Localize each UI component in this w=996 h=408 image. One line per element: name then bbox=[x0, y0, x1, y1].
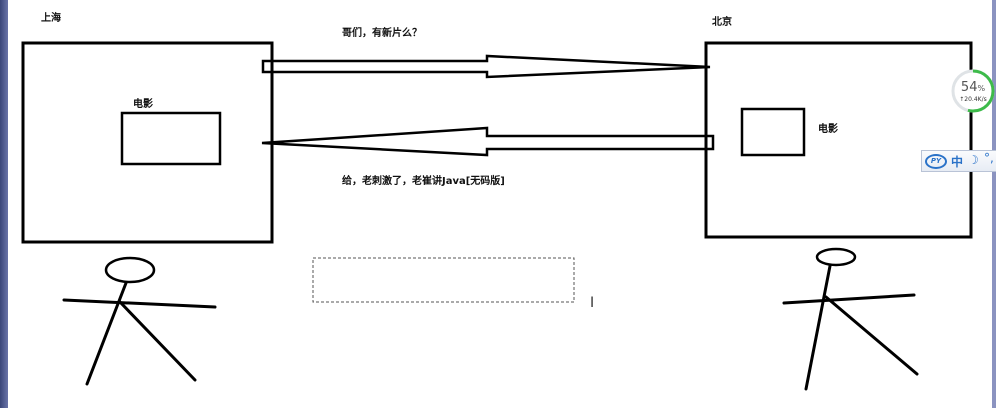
beijing-screen bbox=[704, 41, 973, 239]
progress-ring-icon bbox=[951, 69, 995, 113]
left-window-border bbox=[0, 0, 8, 408]
beijing-label: 北京 bbox=[712, 17, 732, 28]
movie-label-right: 电影 bbox=[818, 124, 838, 135]
percent-value: 54 bbox=[960, 80, 978, 95]
percent-unit: % bbox=[977, 84, 986, 93]
beijing-person bbox=[782, 247, 919, 391]
shanghai-label: 上海 bbox=[41, 13, 61, 24]
request-arrow bbox=[261, 54, 711, 79]
shanghai-movie-box bbox=[120, 111, 222, 166]
movie-label-left: 电影 bbox=[133, 99, 153, 110]
pinyin-logo-icon[interactable]: PY bbox=[925, 154, 947, 169]
half-moon-icon[interactable]: ☽ bbox=[968, 153, 979, 167]
ime-toolbar[interactable]: PY 中 ☽ °, bbox=[921, 150, 996, 172]
beijing-movie-box bbox=[740, 107, 806, 157]
network-speed: ↑20.4K/s bbox=[959, 96, 987, 103]
shanghai-screen bbox=[21, 41, 274, 244]
network-speed-widget[interactable]: 54% ↑20.4K/s bbox=[950, 68, 996, 114]
ime-punct-toggle[interactable]: °, bbox=[984, 151, 994, 165]
response-caption: 给，老刺激了，老崔讲Java[无码版] bbox=[342, 176, 505, 187]
text-cursor-icon: I bbox=[590, 295, 595, 311]
network-percent: 54% bbox=[950, 80, 996, 95]
ime-language-toggle[interactable]: 中 bbox=[951, 155, 964, 169]
response-arrow bbox=[261, 126, 715, 157]
dashed-text-box[interactable] bbox=[312, 257, 575, 303]
shanghai-person bbox=[62, 256, 217, 386]
request-caption: 哥们，有新片么？ bbox=[342, 28, 422, 39]
right-scrollbar[interactable] bbox=[992, 0, 996, 408]
